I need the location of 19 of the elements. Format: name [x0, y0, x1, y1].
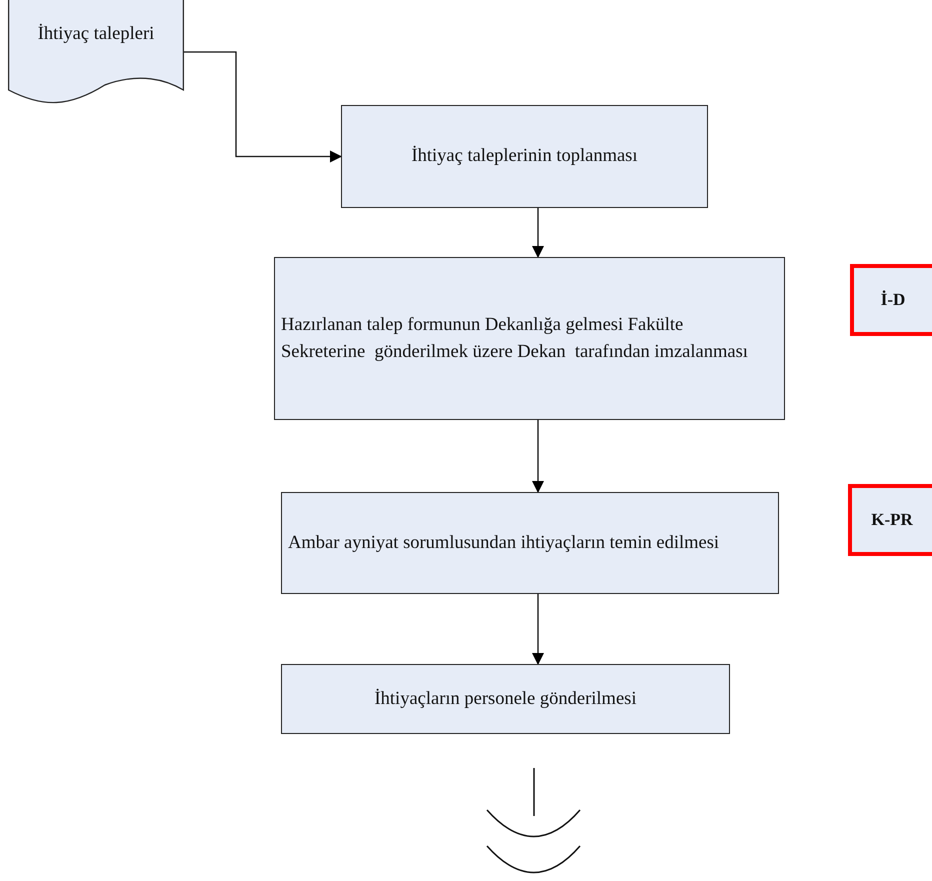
code-label: İ-D	[880, 288, 906, 311]
arrow	[532, 208, 544, 258]
process-label: Hazırlanan talep formunun Dekanlığa gelmesi Fakülte Sekreterine gönderilmek üzere Dekan tarafından imzalanması	[281, 314, 749, 364]
document-shape	[8, 0, 184, 105]
end-symbol	[486, 767, 582, 876]
process-box	[281, 492, 779, 594]
code-tag-box	[850, 264, 932, 336]
process-box	[281, 664, 730, 734]
code-tag-box	[848, 484, 932, 556]
process-label: Ambar ayniyat sorumlusundan ihtiyaçların temin edilmesi	[288, 532, 720, 555]
arrow	[184, 51, 342, 162]
process-box	[274, 257, 785, 420]
code-label: K-PR	[871, 508, 913, 531]
process-label: İhtiyaçların personele gönderilmesi	[374, 688, 636, 711]
process-box	[341, 105, 708, 208]
document-label: İhtiyaç talepleri	[36, 24, 156, 45]
process-label: İhtiyaç taleplerinin toplanması	[411, 144, 638, 168]
arrow	[532, 594, 544, 665]
arrow	[532, 420, 544, 493]
